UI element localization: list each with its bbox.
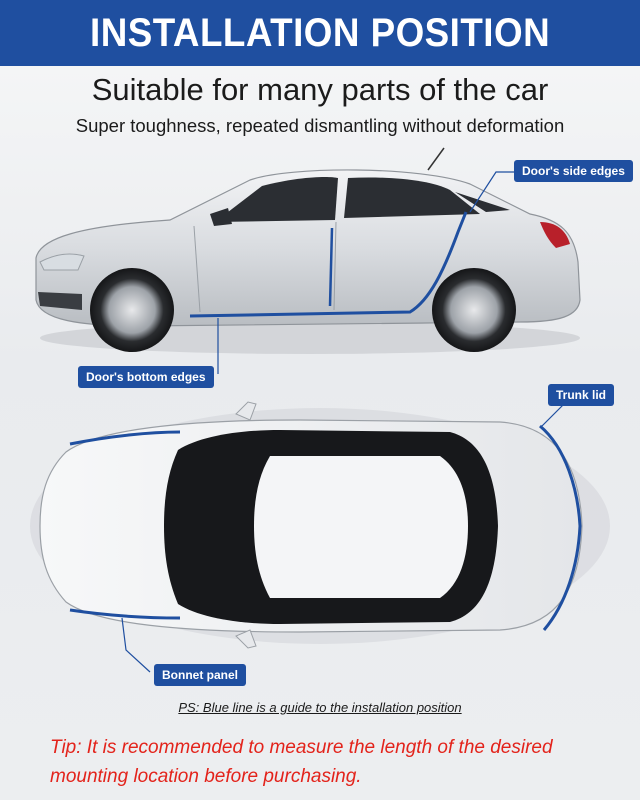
callout-door-side-edges: Door's side edges (514, 160, 633, 182)
ps-note-text: PS: Blue line is a guide to the installa… (178, 700, 462, 715)
headline: Suitable for many parts of the car (91, 72, 549, 107)
ps-note: PS: Blue line is a guide to the installa… (0, 700, 640, 715)
subline: Super toughness, repeated dismantling wi… (75, 115, 565, 136)
tip-text: Tip: It is recommended to measure the le… (50, 737, 553, 787)
side-view-car (35, 147, 581, 374)
banner-title: INSTALLATION POSITION (89, 10, 551, 55)
top-view-car (30, 401, 610, 673)
callout-door-bottom-edges: Door's bottom edges (78, 366, 214, 388)
callout-trunk-lid: Trunk lid (548, 384, 615, 406)
callout-bonnet-panel: Bonnet panel (154, 664, 247, 686)
title-banner: INSTALLATION POSITION (0, 0, 640, 66)
